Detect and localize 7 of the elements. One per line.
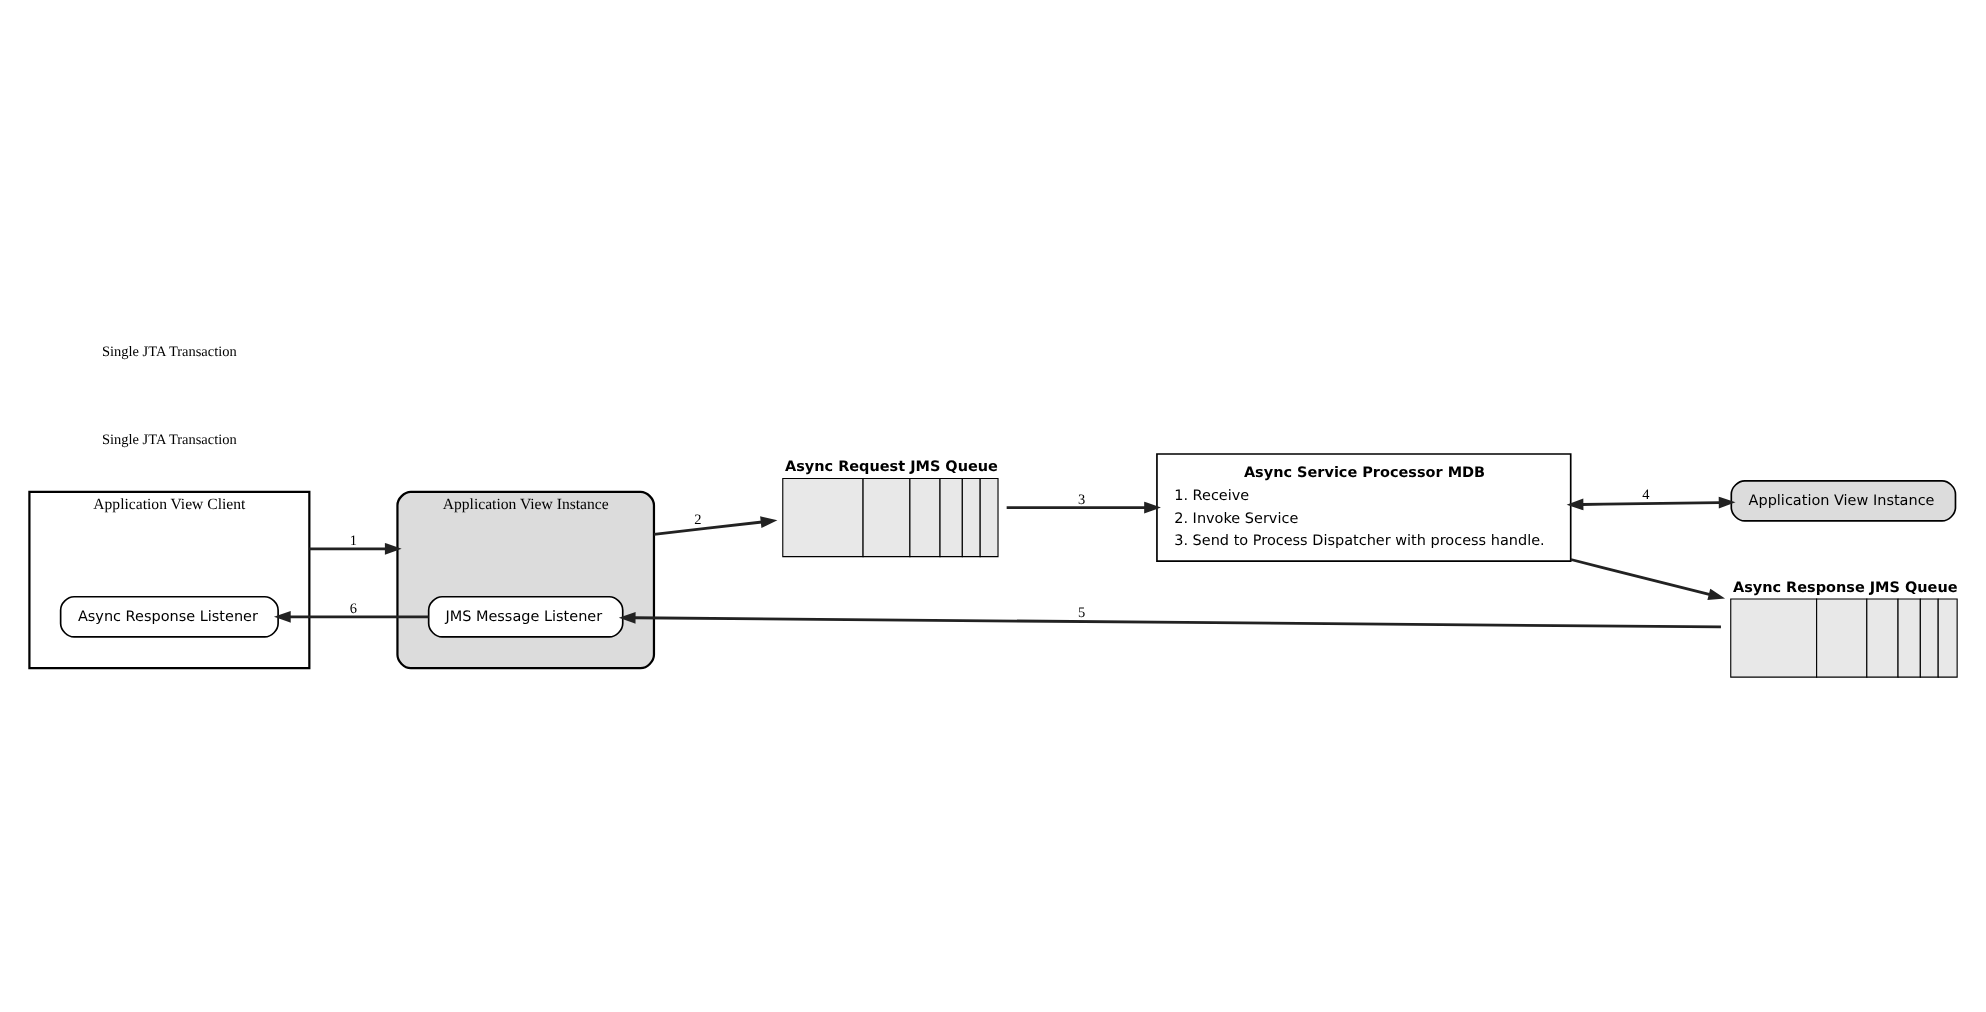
arrow: [1570, 557, 1726, 599]
arrow: [273, 610, 429, 622]
arrow: [618, 610, 1721, 628]
arrow: [1006, 500, 1161, 513]
arrow: [309, 541, 402, 554]
arrow: [1566, 495, 1736, 510]
arrow: [653, 515, 778, 535]
